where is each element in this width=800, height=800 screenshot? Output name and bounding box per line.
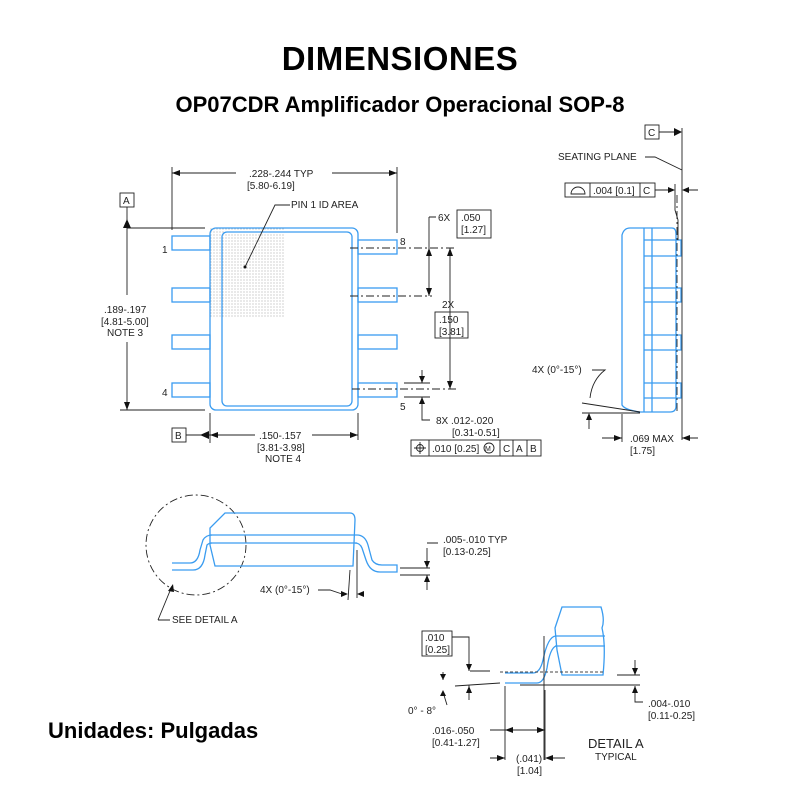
length-dim-mm: [4.81-5.00] xyxy=(101,317,149,328)
ref-a: A xyxy=(516,444,523,455)
width-dim-mm: [5.80-6.19] xyxy=(247,181,295,192)
max-material-icon xyxy=(483,442,495,454)
pitch: .050 xyxy=(461,213,481,224)
right-pins xyxy=(357,239,398,398)
gauge-box xyxy=(421,630,453,657)
seating-plane-label: SEATING PLANE xyxy=(558,152,637,163)
footprint: (.041) xyxy=(516,754,542,765)
body-outline xyxy=(209,227,359,411)
width-dim: .228-.244 TYP xyxy=(249,169,314,180)
lead-width-mm: [0.31-0.51] xyxy=(452,428,500,439)
pin-number-8: 8 xyxy=(400,237,406,248)
page-subtitle: OP07CDR Amplificador Operacional SOP-8 xyxy=(175,92,625,117)
position-tolerance-frame: .010 [0.25] M C A B xyxy=(410,439,542,457)
gauge-dim-mm: [0.25] xyxy=(425,645,450,656)
mmc-modifier: M xyxy=(485,446,491,453)
pitch-count: 6X xyxy=(438,213,451,224)
span-mm: [3.81] xyxy=(439,327,464,338)
body-width-dim-mm: [3.81-3.98] xyxy=(257,443,305,454)
profile-ref: C xyxy=(643,186,650,197)
datum-b: B xyxy=(175,431,182,442)
span-count: 2X xyxy=(442,300,455,311)
span-box xyxy=(434,311,469,339)
front-angle: 4X (0°-15°) xyxy=(260,585,310,596)
pin-number-5: 5 xyxy=(400,402,406,413)
datum-a: A xyxy=(123,196,130,207)
side-angle: 4X (0°-15°) xyxy=(532,365,582,376)
lead-angle: 0° - 8° xyxy=(408,706,436,717)
standoff-dim-mm: [0.11-0.25] xyxy=(648,711,695,722)
detail-a: .010 [0.25] 0° - 8° .016-.050 [0.41-1.27… xyxy=(408,606,695,777)
see-detail-a: SEE DETAIL A xyxy=(172,615,238,626)
profile-tolerance-frame: .004 [0.1] C xyxy=(564,182,656,198)
ref-c: C xyxy=(503,444,510,455)
top-view: 1 4 8 5 .228-.244 TYP [5.80-6.19] PIN 1 … xyxy=(101,167,542,465)
length-dim: .189-.197 xyxy=(104,305,147,316)
span: .150 xyxy=(439,315,459,326)
body-width-note: NOTE 4 xyxy=(265,454,302,465)
thickness-dim: .005-.010 TYP xyxy=(443,535,508,546)
detail-circle xyxy=(145,494,247,596)
pitch-box xyxy=(456,209,492,239)
left-pins xyxy=(171,235,211,398)
footprint-mm: [1.04] xyxy=(517,766,542,777)
pin-number-4: 4 xyxy=(162,388,168,399)
ref-b: B xyxy=(530,444,537,455)
position-tolerance: .010 [0.25] xyxy=(432,444,479,455)
gauge-dim: .010 xyxy=(425,633,445,644)
foot-length-mm: [0.41-1.27] xyxy=(432,738,480,749)
datum-c: C xyxy=(648,128,655,139)
standoff-dim: .004-.010 xyxy=(648,699,691,710)
body-width-dim: .150-.157 xyxy=(259,431,302,442)
length-note: NOTE 3 xyxy=(107,328,144,339)
profile-tolerance: .004 [0.1] xyxy=(593,186,635,197)
pitch-mm: [1.27] xyxy=(461,225,486,236)
detail-a-title: DETAIL A xyxy=(588,736,644,751)
position-icon xyxy=(414,442,426,454)
height-dim-mm: [1.75] xyxy=(630,446,655,457)
side-view: C SEATING PLANE .004 [0.1] C 4X (0°-15°)… xyxy=(532,124,698,457)
page-title: DIMENSIONES xyxy=(281,40,519,77)
body-inner xyxy=(221,231,353,407)
pin1-id-area xyxy=(210,228,285,318)
profile-icon xyxy=(570,186,586,195)
detail-a-subtitle: TYPICAL xyxy=(595,752,637,763)
thickness-dim-mm: [0.13-0.25] xyxy=(443,547,491,558)
pin-number-1: 1 xyxy=(162,245,168,256)
pin1-id-label: PIN 1 ID AREA xyxy=(291,200,359,211)
height-dim: .069 MAX xyxy=(630,434,674,445)
front-view: .005-.010 TYP [0.13-0.25] 4X (0°-15°) SE… xyxy=(145,494,508,626)
lead-width: 8X .012-.020 xyxy=(436,416,494,427)
foot-length: .016-.050 xyxy=(432,726,475,737)
units-label: Unidades: Pulgadas xyxy=(48,718,259,743)
